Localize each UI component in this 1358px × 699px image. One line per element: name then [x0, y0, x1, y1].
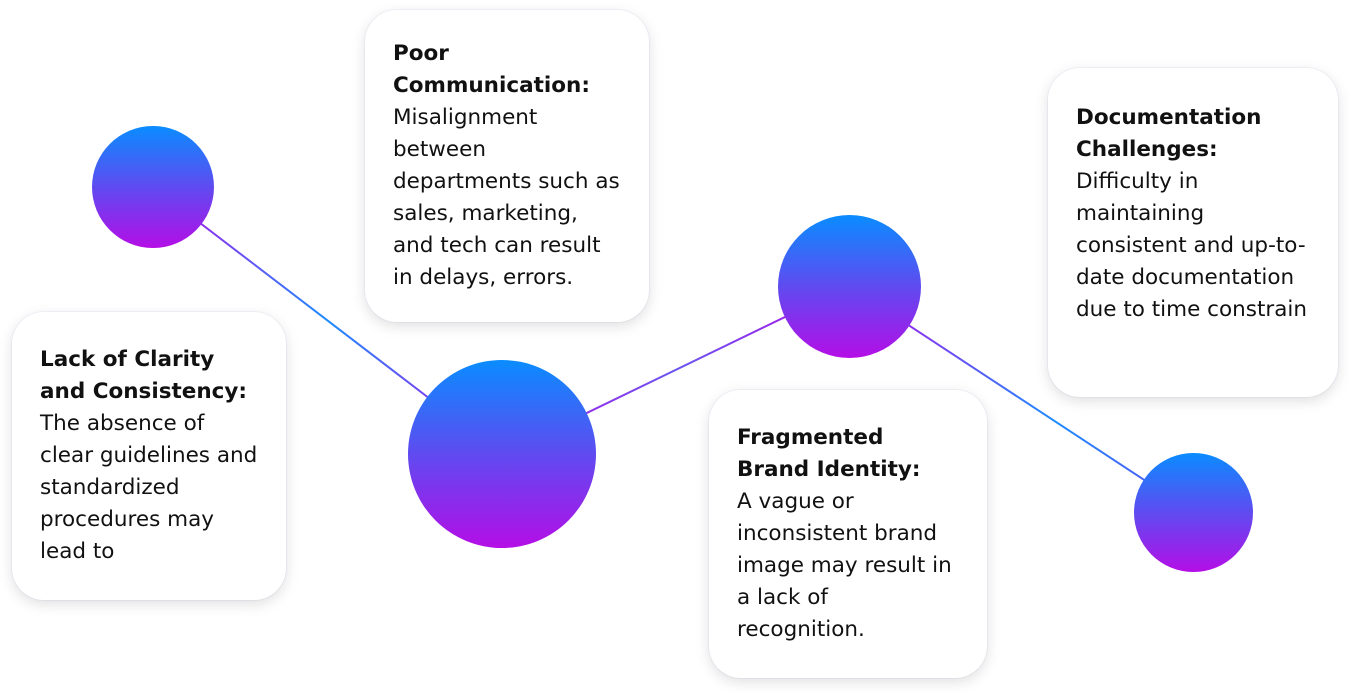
- node-circle-4: [1134, 453, 1253, 572]
- card-description: Misalignment between departments such as…: [393, 105, 620, 290]
- card-title: Documentation Challenges:: [1076, 105, 1262, 162]
- card-fragmented-brand: Fragmented Brand Identity: A vague or in…: [709, 390, 987, 678]
- card-description: A vague or inconsistent brand image may …: [737, 489, 952, 642]
- card-description: The absence of clear guidelines and stan…: [40, 411, 258, 564]
- node-circle-3: [778, 215, 921, 358]
- card-description: Difficulty in maintaining consistent and…: [1076, 169, 1308, 322]
- card-title: Fragmented Brand Identity:: [737, 425, 921, 482]
- card-lack-of-clarity: Lack of Clarity and Consistency: The abs…: [12, 312, 286, 600]
- card-poor-communication: Poor Communication: Misalignment between…: [365, 10, 649, 322]
- node-circle-1: [92, 126, 214, 248]
- node-circle-2: [408, 360, 596, 548]
- card-documentation-challenges: Documentation Challenges: Difficulty in …: [1048, 68, 1338, 397]
- card-title: Poor Communication:: [393, 41, 590, 98]
- card-title: Lack of Clarity and Consistency:: [40, 347, 248, 404]
